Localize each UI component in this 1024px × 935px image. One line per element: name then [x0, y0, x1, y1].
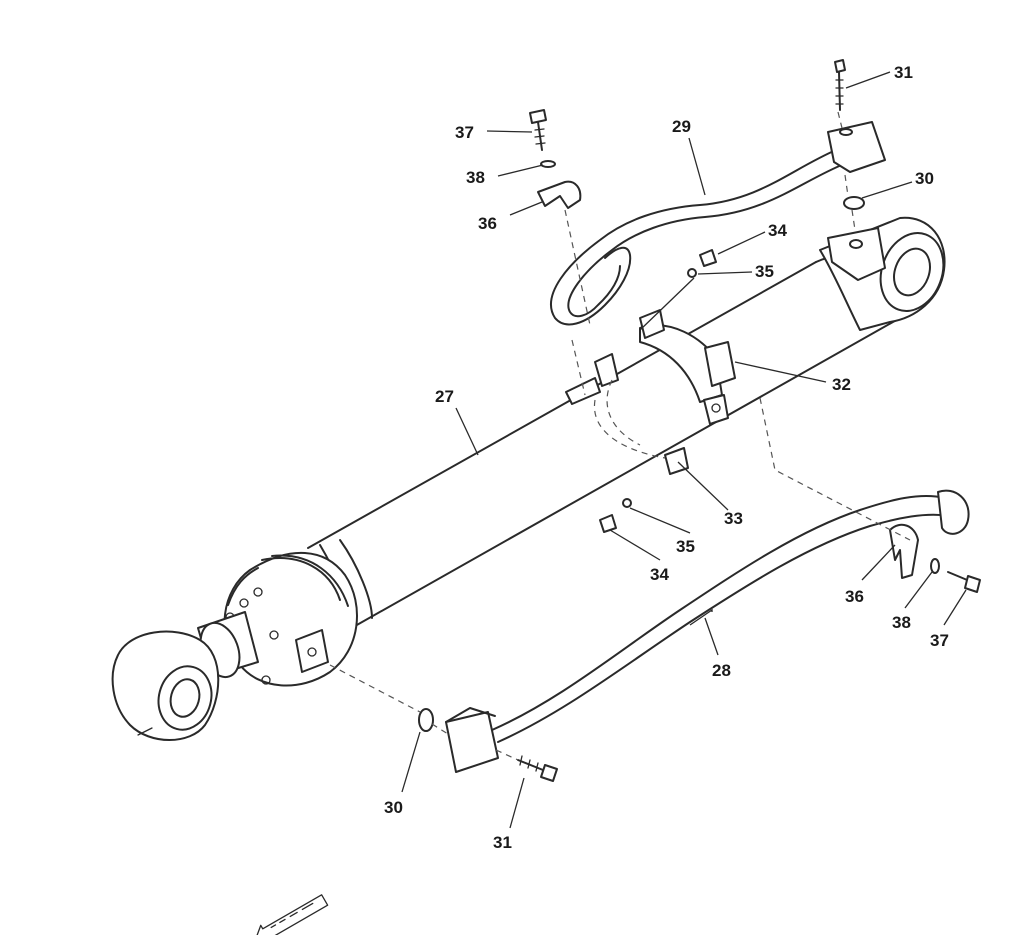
callout-27: 27 — [435, 387, 454, 406]
callout-36-top: 36 — [478, 214, 497, 233]
callout-32: 32 — [832, 375, 851, 394]
callout-37-bottom: 37 — [930, 631, 949, 650]
cylinder-tube — [307, 256, 901, 631]
callout-31-bottom: 31 — [493, 833, 512, 852]
pipe-28 — [445, 489, 970, 773]
callout-37-top: 37 — [455, 123, 474, 142]
callout-34-top: 34 — [768, 221, 787, 240]
callout-35-top: 35 — [755, 262, 774, 281]
callout-35-bottom: 35 — [676, 537, 695, 556]
callout-28: 28 — [712, 661, 731, 680]
callout-30-top: 30 — [915, 169, 934, 188]
callout-31-top: 31 — [894, 63, 913, 82]
callout-29: 29 — [672, 117, 691, 136]
cylinder-head-end — [819, 216, 946, 331]
callout-36-bottom: 36 — [845, 587, 864, 606]
callout-30-bottom: 30 — [384, 798, 403, 817]
cylinder-rod-end — [111, 551, 358, 741]
callout-34-bottom: 34 — [650, 565, 669, 584]
callout-38-bottom: 38 — [892, 613, 911, 632]
callout-labels: 31 37 29 30 38 36 34 35 27 32 33 35 34 3… — [384, 63, 949, 852]
hardware — [418, 59, 981, 782]
callout-33: 33 — [724, 509, 743, 528]
assembly-lines — [329, 111, 911, 761]
leader-lines — [401, 71, 967, 829]
callout-38-top: 38 — [466, 168, 485, 187]
front-direction-arrow-icon — [254, 894, 329, 935]
clamp-band — [565, 309, 736, 475]
pipe-29 — [550, 121, 886, 326]
